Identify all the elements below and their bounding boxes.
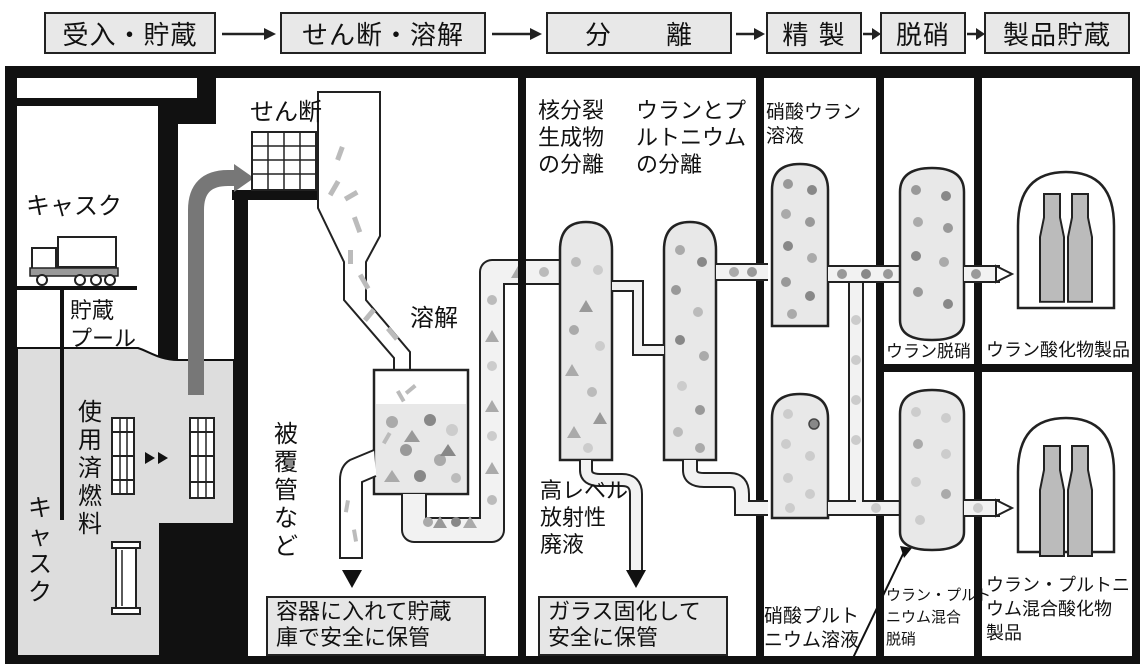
cask-icon: [111, 541, 141, 615]
down-arrow-icon: [342, 570, 362, 588]
down-arrow-icon: [626, 570, 646, 588]
output-arrow-icon: [995, 498, 1015, 518]
label-pu-nitrate: 硝酸プルト ニウム溶液: [764, 605, 860, 651]
output-arrow-icon: [995, 264, 1015, 284]
label-pool: 貯蔵 プール: [70, 299, 137, 352]
fuel-pieces: [328, 146, 399, 341]
label-u-oxide: ウラン酸化物製品: [986, 340, 1130, 361]
stage-separate: 分 離: [546, 12, 732, 54]
transfer-arrow-icon: [158, 452, 168, 464]
cladding-storage-box: 容器に入れて貯蔵 庫で安全に保管: [266, 596, 486, 656]
fp-separation-column: [558, 220, 614, 462]
stage-product-label: 製品貯蔵: [1002, 20, 1111, 51]
stage-shear-label: せん断・溶解: [301, 20, 464, 51]
label-u-pu-separation: ウランとプ ルトニウム の分離: [636, 99, 747, 178]
stage-denitrate: 脱硝: [880, 12, 966, 54]
label-spent-fuel: 使用済燃料: [78, 398, 102, 538]
stage-receive: 受入・貯蔵: [44, 12, 216, 54]
header-arrow-1: [222, 28, 276, 40]
label-fp-separation: 核分裂 生成物 の分離: [538, 99, 605, 178]
label-u-denitration: ウラン脱硝: [886, 342, 971, 362]
fuel-assembly-icon: [111, 417, 135, 495]
shear-machine-icon: [251, 131, 317, 191]
mox-denitration-column: [898, 388, 966, 552]
label-cask-top: キャスク: [26, 192, 122, 220]
fuel-assembly-icon: [189, 417, 215, 499]
header-arrow-2: [492, 28, 542, 40]
label-mox-denitration: ウラン・プルト ニウム混合 脱硝: [886, 586, 992, 648]
stage-purify: 精 製: [766, 12, 862, 54]
stage-purify-label: 精 製: [782, 20, 846, 51]
header-arrow-3: [736, 28, 765, 40]
dissolver-contents: [381, 383, 461, 483]
vitrification-box: ガラス固化して 安全に保管: [538, 596, 728, 656]
u-denitration-column: [898, 166, 966, 342]
u-purification-column: [770, 162, 830, 328]
u-pu-separation-column: [662, 220, 718, 462]
stage-denitrate-label: 脱硝: [895, 20, 950, 51]
header-arrow-4: [863, 28, 881, 40]
label-u-nitrate: 硝酸ウラン 溶液: [766, 101, 862, 147]
pointer-line: [851, 551, 905, 661]
receive-building: [16, 78, 324, 657]
stage-shear: せん断・溶解: [280, 12, 486, 54]
label-mox-oxide: ウラン・プルトニ ウム混合酸化物 製品: [986, 575, 1130, 644]
stage-separate-label: 分 離: [584, 20, 693, 51]
header-arrow-5: [967, 28, 985, 40]
label-dissolve: 溶解: [410, 304, 458, 332]
stage-receive-label: 受入・貯蔵: [62, 20, 198, 51]
transfer-arrow-icon: [145, 452, 155, 464]
chute: [317, 91, 411, 371]
label-cask-bottom: キャスク: [28, 494, 52, 606]
label-shearing: せん断: [250, 98, 322, 126]
stage-product: 製品貯蔵: [984, 12, 1130, 54]
lift-arrow-icon: [188, 170, 236, 395]
label-cladding: 被覆管など: [274, 420, 298, 560]
lift-arrow-head-icon: [234, 164, 254, 192]
u-product-vault: [1016, 170, 1116, 310]
label-hlw: 高レベル 放射性 廃液: [540, 479, 629, 558]
sep-particles: [565, 245, 709, 453]
pu-purification-column: [770, 392, 830, 520]
mox-product-vault: [1016, 416, 1116, 557]
truck-icon: [29, 236, 119, 286]
cladding-chute: [339, 449, 377, 559]
